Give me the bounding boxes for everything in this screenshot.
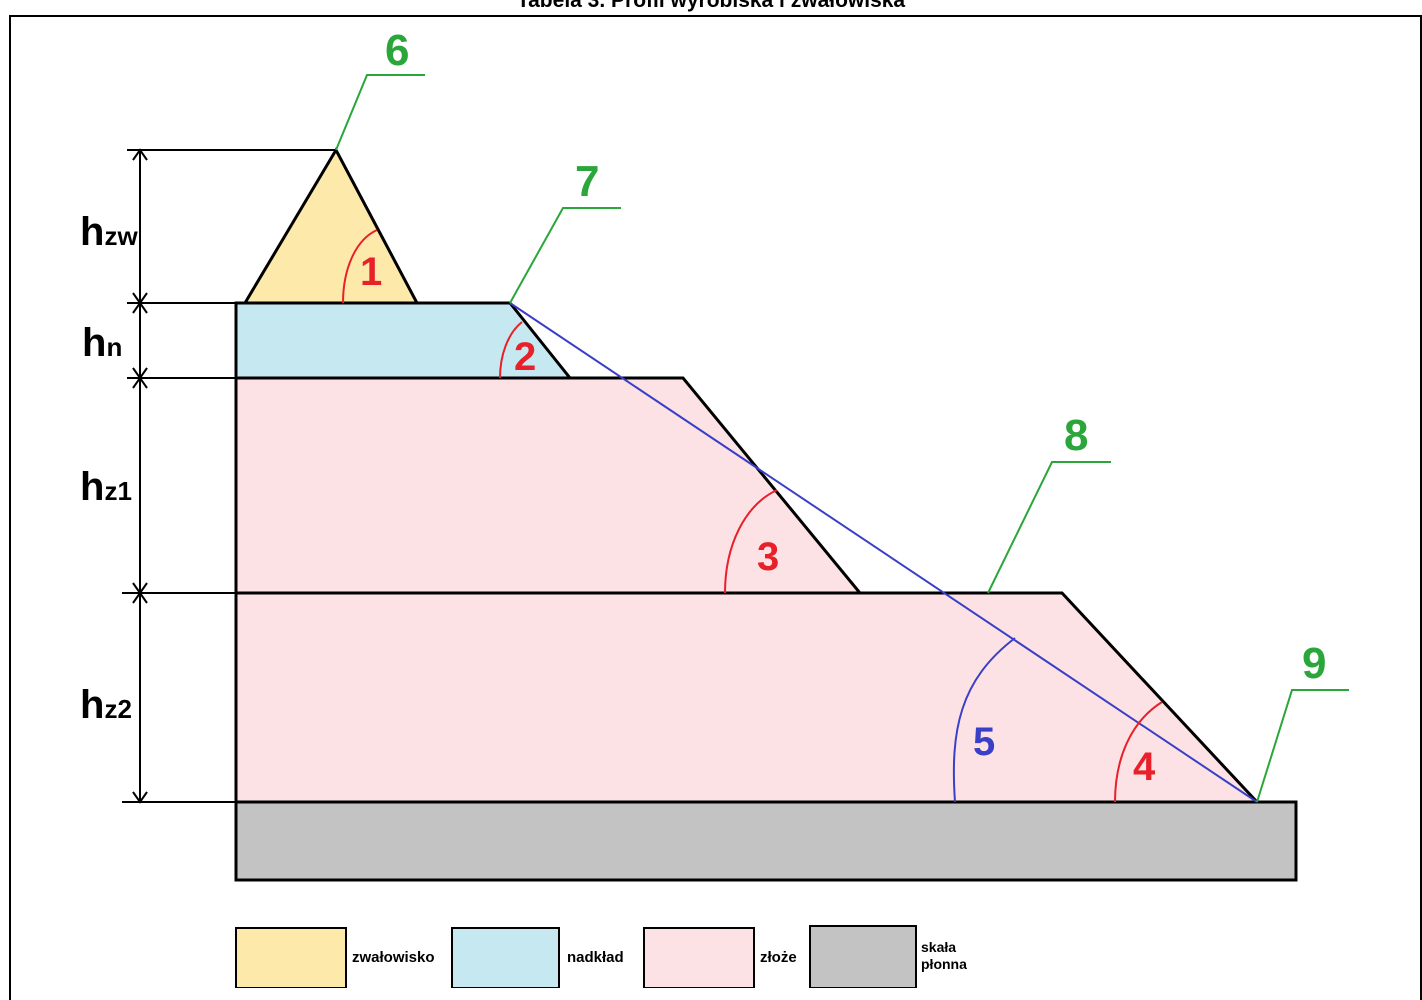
point-label-8: 8 (1064, 411, 1088, 460)
general-slope-line (509, 302, 1258, 803)
figure-frame (9, 15, 1422, 1000)
legend-label-deposit: złoże (760, 949, 797, 966)
legend-swatch-deposit (643, 927, 755, 988)
legend-label-dump: zwałowisko (352, 949, 435, 966)
angle-arc-3 (724, 489, 778, 594)
label-hn: hn (82, 321, 122, 365)
legend-label-rock-line1: skała (921, 939, 956, 955)
legend: zwałowisko nadkład złoże skała płonna (235, 925, 967, 988)
angle-arc-1 (342, 229, 378, 304)
dump-layer (242, 146, 420, 305)
point-label-6: 6 (385, 26, 409, 75)
angle-label-1: 1 (360, 250, 382, 294)
label-hzw: hzw (80, 210, 138, 254)
angle-arc-2 (499, 321, 523, 379)
legend-label-rock: skała płonna (921, 939, 967, 972)
dimension-lines (122, 148, 336, 804)
angle-label-5: 5 (973, 720, 995, 764)
legend-swatch-dump (235, 927, 347, 988)
figure-title: Tabela 3. Profil wyrobiska i zwałowiska (516, 0, 906, 12)
leader-9 (1256, 689, 1349, 803)
label-hz1: hz1 (80, 465, 132, 509)
legend-label-rock-line2: płonna (921, 956, 967, 972)
label-hz2: hz2 (80, 683, 132, 727)
legend-swatch-overburden (451, 927, 560, 988)
angle-arc-5 (952, 637, 1016, 803)
legend-label-overburden: nadkład (567, 949, 624, 966)
angle-arc-4 (1114, 701, 1163, 803)
point-label-7: 7 (575, 157, 599, 206)
angle-label-2: 2 (514, 335, 536, 379)
legend-swatch-rock (809, 925, 917, 988)
leader-8 (987, 461, 1111, 594)
angle-label-4: 4 (1133, 745, 1156, 789)
leader-7 (509, 207, 621, 304)
leader-6 (335, 74, 425, 151)
barren-rock-layer (234, 800, 1298, 882)
deposit-layer-lower (234, 591, 1261, 804)
point-label-9: 9 (1302, 639, 1326, 688)
angle-label-3: 3 (757, 535, 779, 579)
